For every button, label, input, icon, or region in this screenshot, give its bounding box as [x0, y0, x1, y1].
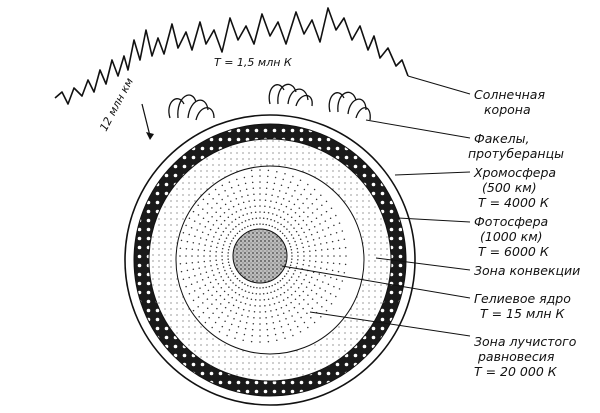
- corona-height-label: 12 млн км: [97, 76, 136, 134]
- radiative-zone-dot-rays: [179, 169, 347, 343]
- label-chromosphere: Хромосфера (500 км) Т = 4000 К: [473, 165, 560, 210]
- leader-line-photosphere: [397, 217, 471, 223]
- corona-temperature-label: T = 1,5 млн К: [214, 56, 293, 69]
- label-solar-corona: Солнечная корона: [474, 87, 549, 117]
- label-radiative-zone: Зона лучистого равновесия Т = 20 000 К: [474, 334, 580, 379]
- prominence-flare-right: [328, 91, 371, 121]
- label-convection-zone: Зона конвекции: [474, 263, 580, 278]
- corona-height-arrow: [141, 103, 151, 137]
- prominence-flare-left: [168, 94, 215, 121]
- leader-line-chromosphere: [394, 171, 471, 176]
- leader-line-corona: [407, 75, 471, 95]
- label-prominences: Факелы, протуберанцы: [468, 131, 564, 161]
- leader-line-convection: [375, 257, 471, 271]
- label-helium-core: Гелиевое ядро Т = 15 млн К: [474, 291, 575, 321]
- helium-core: [232, 228, 288, 284]
- corona-height-arrowhead: [146, 132, 154, 140]
- leader-line-radiative: [309, 311, 471, 337]
- leader-line-prominences: [365, 119, 471, 139]
- corona-outline: [54, 7, 409, 105]
- prominence-flare-middle: [268, 83, 313, 107]
- label-photosphere: Фотосфера (1000 км) Т = 6000 К: [474, 214, 552, 259]
- leader-line-core: [281, 265, 471, 299]
